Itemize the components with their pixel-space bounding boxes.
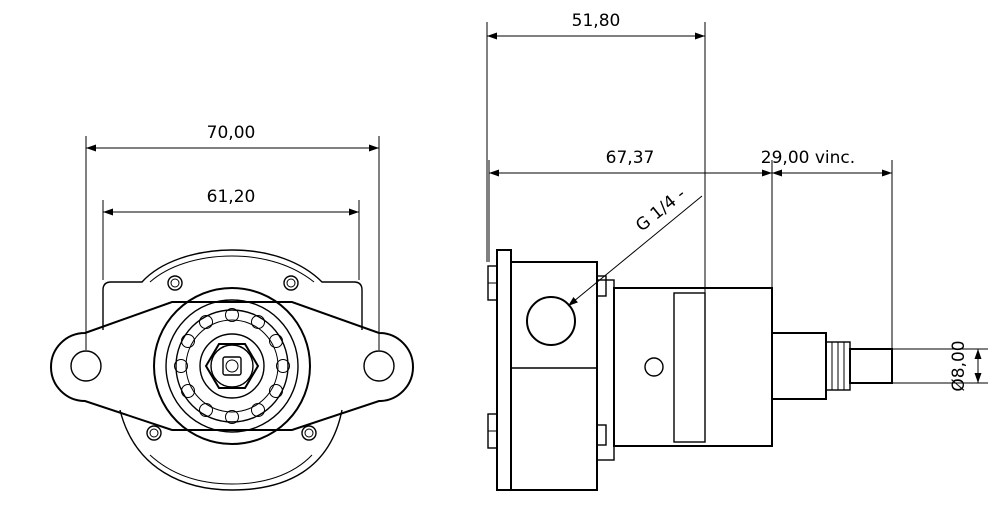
side-bolt-bottom bbox=[596, 424, 607, 446]
side-shaft bbox=[849, 348, 893, 384]
flange-hole-right bbox=[363, 350, 395, 382]
side-small-hole bbox=[644, 357, 664, 377]
bolt-bottom-right bbox=[301, 425, 317, 441]
dim-hole-spacing: 61,20 bbox=[207, 187, 256, 207]
front-boss-outer bbox=[153, 287, 311, 445]
side-label-plate bbox=[673, 292, 706, 443]
front-inner-race bbox=[199, 333, 265, 399]
side-flange-plate bbox=[496, 249, 512, 491]
side-view: 51,80 67,37 29,00 vinc. Ø8,00 G 1/4 - bbox=[486, 11, 988, 491]
bolt-top-right-inner bbox=[286, 278, 296, 288]
front-back-body-inner bbox=[149, 454, 313, 485]
dim-shaft-diameter: Ø8,00 bbox=[949, 340, 969, 391]
bolt-top-left bbox=[167, 275, 183, 291]
dim-flange-width: 70,00 bbox=[207, 123, 256, 143]
front-boss-ring bbox=[165, 299, 299, 433]
dim-shaft-length: 29,00 vinc. bbox=[761, 148, 855, 168]
front-bearing-outer bbox=[175, 309, 289, 423]
bearing-rollers bbox=[174, 308, 290, 424]
front-flange bbox=[50, 301, 414, 431]
flange-hole-left bbox=[70, 350, 102, 382]
front-nut-circle bbox=[210, 344, 254, 388]
side-main-body bbox=[613, 287, 773, 447]
dim-body-length: 51,80 bbox=[572, 11, 621, 31]
side-port bbox=[526, 296, 576, 346]
dim-overall-length: 67,37 bbox=[606, 148, 655, 168]
bolt-bottom-right-inner bbox=[304, 428, 314, 438]
side-shaft-housing bbox=[771, 332, 827, 400]
bolt-top-right bbox=[283, 275, 299, 291]
port-leader bbox=[567, 195, 703, 307]
front-view: 70,00 61,20 bbox=[50, 123, 414, 491]
bolt-bottom-left-inner bbox=[149, 428, 159, 438]
front-plate bbox=[102, 249, 363, 330]
front-shaft-center bbox=[225, 359, 239, 373]
front-hex-nut bbox=[204, 343, 260, 389]
bolt-bottom-left bbox=[146, 425, 162, 441]
port-thread-label: G 1/4 - bbox=[632, 184, 689, 236]
front-plate-inner bbox=[149, 255, 315, 283]
front-back-body bbox=[119, 409, 343, 491]
front-shaft-square bbox=[222, 356, 242, 376]
bolt-top-left-inner bbox=[170, 278, 180, 288]
front-bearing-mid bbox=[185, 319, 279, 413]
